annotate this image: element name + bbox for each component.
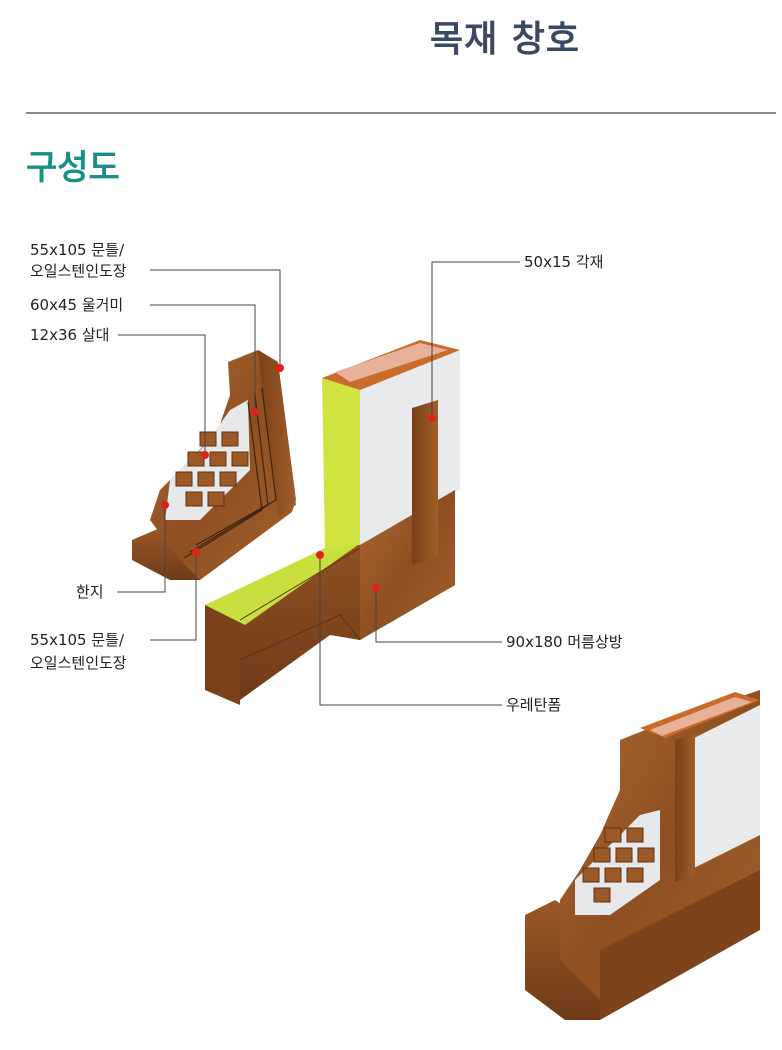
label-frame-bottom-line2: 오일스텐인도장 <box>30 654 127 672</box>
label-urethane: 우레탄폼 <box>506 696 562 714</box>
leader-lines <box>117 261 520 706</box>
callout-dots <box>161 364 436 592</box>
left-frame-assembly <box>132 350 296 580</box>
label-frame-bottom-line1: 55x105 문틀/ <box>30 631 125 649</box>
section-title: 구성도 <box>26 148 120 188</box>
label-frame-top-line2: 오일스텐인도장 <box>30 262 127 280</box>
label-mullion: 12x36 살대 <box>30 326 110 344</box>
title-divider <box>26 112 776 114</box>
label-sash: 60x45 울거미 <box>30 296 124 314</box>
label-frame-top-line1: 55x105 문틀/ <box>30 241 125 259</box>
label-beam: 90x180 머름상방 <box>506 633 623 651</box>
assembled-corner-illustration <box>525 690 760 1020</box>
label-hanji: 한지 <box>76 583 104 601</box>
page-title: 목재 창호 <box>429 19 580 60</box>
label-square-timber: 50x15 각재 <box>524 253 604 271</box>
center-panel-assembly <box>205 340 460 705</box>
